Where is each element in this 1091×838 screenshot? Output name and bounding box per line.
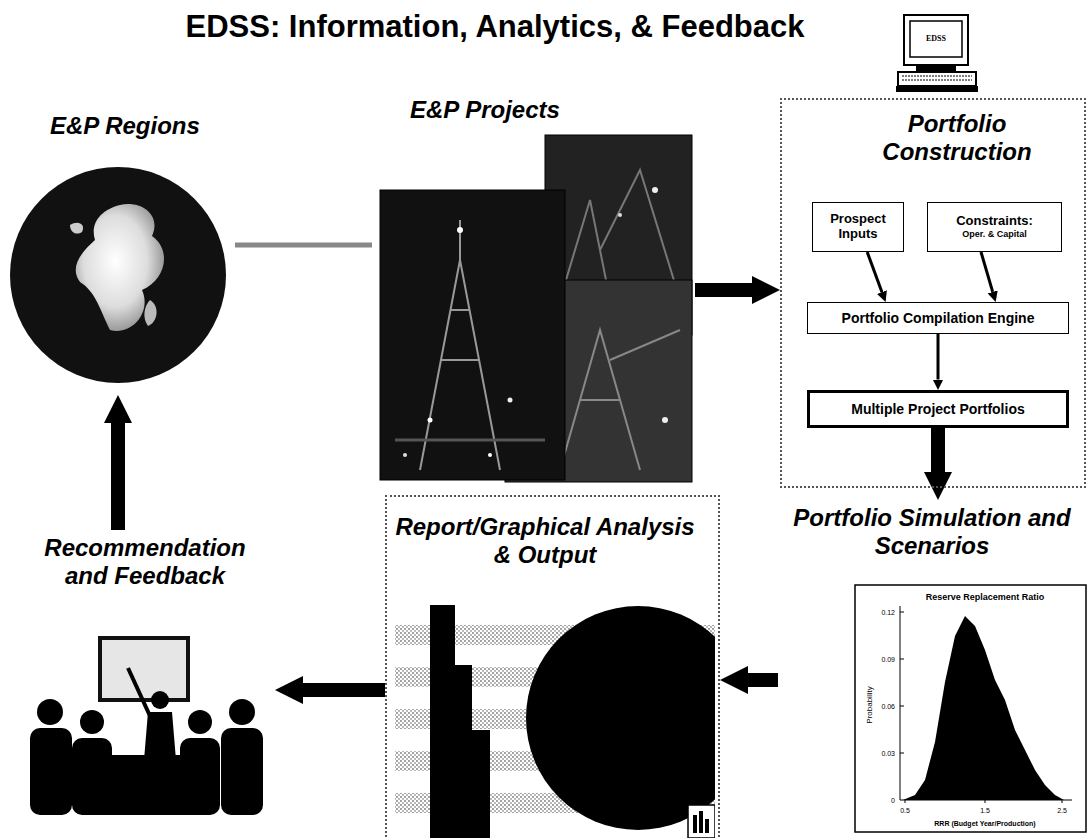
project-photos: E&P Projects — [372, 92, 695, 485]
flow-arrow — [111, 423, 125, 530]
flow-arrow — [937, 334, 940, 380]
constraint-box: Constraints:Oper. & Capital — [927, 202, 1062, 252]
region-globe: E&P Regions — [10, 108, 235, 395]
node-heading: Portfolio Construction — [857, 110, 1057, 165]
simulation-chart: Portfolio Simulation and Scenarios — [778, 500, 1086, 834]
node-heading: E&P Regions — [50, 112, 235, 140]
link-line — [235, 243, 372, 248]
node-heading: E&P Projects — [410, 96, 695, 124]
axis-tick: 1.5 — [980, 807, 990, 814]
chart-title: Reserve Replacement Ratio — [926, 593, 1045, 602]
box-text: Multiple Project Portfolios — [851, 401, 1024, 417]
flow-arrow — [695, 283, 752, 297]
screen-label: EDSS — [926, 35, 946, 43]
engine-box: Portfolio Compilation Engine — [807, 302, 1069, 334]
feedback-group: Recommendation and Feedback — [15, 530, 275, 820]
node-heading: Recommendation and Feedback — [25, 534, 265, 589]
project-photos — [380, 135, 692, 482]
portfolio-box: Multiple Project Portfolios — [807, 390, 1069, 428]
diagram-title: EDSS: Information, Analytics, & Feedback — [186, 10, 805, 44]
box-subtext: Oper. & Capital — [962, 229, 1027, 240]
flow-arrow — [867, 252, 882, 292]
axis-label: Probability — [866, 686, 874, 723]
flow-arrow — [748, 673, 778, 687]
box-text: Constraints: — [956, 214, 1033, 229]
flow-arrow — [931, 428, 945, 472]
axis-label: RRR (Budget Year/Production) — [934, 820, 1035, 827]
box-text: Prospect Inputs — [819, 212, 897, 242]
axis-tick: 0.12 — [881, 609, 895, 616]
globe-illustration — [10, 167, 226, 383]
input-box: Prospect Inputs — [812, 202, 904, 252]
axis-tick: 0.09 — [881, 656, 895, 663]
axis-tick: 0.03 — [881, 750, 895, 757]
axis-tick: 0.5 — [900, 807, 910, 814]
axis-tick: 2.5 — [1057, 807, 1067, 814]
report-graphic — [395, 605, 715, 838]
construction-panel: Portfolio ConstructionProspect Inputs Con… — [780, 98, 1086, 488]
distribution-chart — [855, 585, 1086, 832]
axis-tick: 0.06 — [881, 703, 895, 710]
computer-icon — [896, 15, 978, 92]
node-heading: Portfolio Simulation and Scenarios — [782, 504, 1082, 559]
flow-arrow — [981, 252, 993, 292]
flow-arrow — [303, 683, 385, 697]
presenter-icon — [30, 638, 263, 815]
box-text: Portfolio Compilation Engine — [842, 310, 1035, 326]
node-heading: Report/Graphical Analysis & Output — [395, 513, 695, 568]
axis-tick: 0 — [891, 797, 895, 804]
report-panel: Report/Graphical Analysis & Output — [385, 495, 720, 838]
